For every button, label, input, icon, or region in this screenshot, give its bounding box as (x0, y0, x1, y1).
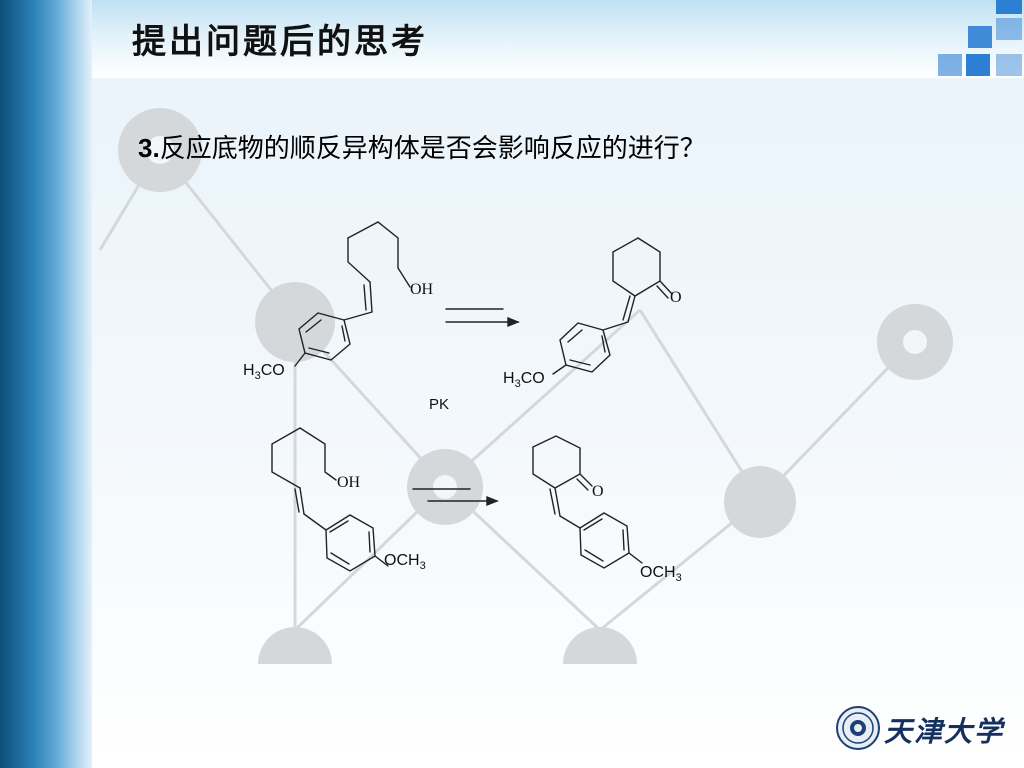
row2-reactant-methoxy-prefix: OCH (384, 552, 420, 569)
title-band (92, 0, 1024, 78)
row2-product-methoxy-subscript: 3 (676, 572, 682, 584)
question-text-line: 3.反应底物的顺反异构体是否会影响反应的进行？ (138, 128, 706, 165)
row1-product-carbonyl-label: O (670, 289, 682, 306)
row1-reactant-methoxy-subscript: 3 (255, 370, 261, 382)
left-decorative-bar (0, 0, 92, 768)
row1-product-methoxy-label: H3CO (503, 370, 545, 390)
corner-square-pattern (924, 0, 1024, 80)
row1-product-methoxy-subscript: 3 (515, 378, 521, 390)
row2-product-carbonyl-label: O (592, 483, 604, 500)
row2-product-methoxy-prefix: OCH (640, 564, 676, 581)
row1-product-methoxy-prefix: H (503, 370, 515, 387)
row2-reactant-methoxy-subscript: 3 (420, 560, 426, 572)
slide-title: 提出问题后的思考 (132, 22, 428, 62)
question-text: 反应底物的顺反异构体是否会影响反应的进行？ (159, 134, 706, 164)
question-number: 3. (138, 133, 160, 163)
row1-reactant-hydroxyl-label: OH (410, 281, 434, 298)
row1-reactant-methoxy-label: H3CO (243, 362, 285, 382)
university-seal-icon (836, 706, 880, 750)
university-name: 天津大学 (884, 715, 1005, 748)
row2-product-methoxy-label: OCH3 (640, 564, 682, 584)
row1-reactant-methoxy-suffix: CO (261, 362, 285, 379)
row1-product-methoxy-suffix: CO (521, 370, 545, 387)
comparison-label: PK (429, 396, 450, 413)
row2-reactant-hydroxyl-label: OH (337, 474, 361, 491)
row1-reactant-methoxy-prefix: H (243, 362, 255, 379)
row2-reactant-methoxy-label: OCH3 (384, 552, 426, 572)
